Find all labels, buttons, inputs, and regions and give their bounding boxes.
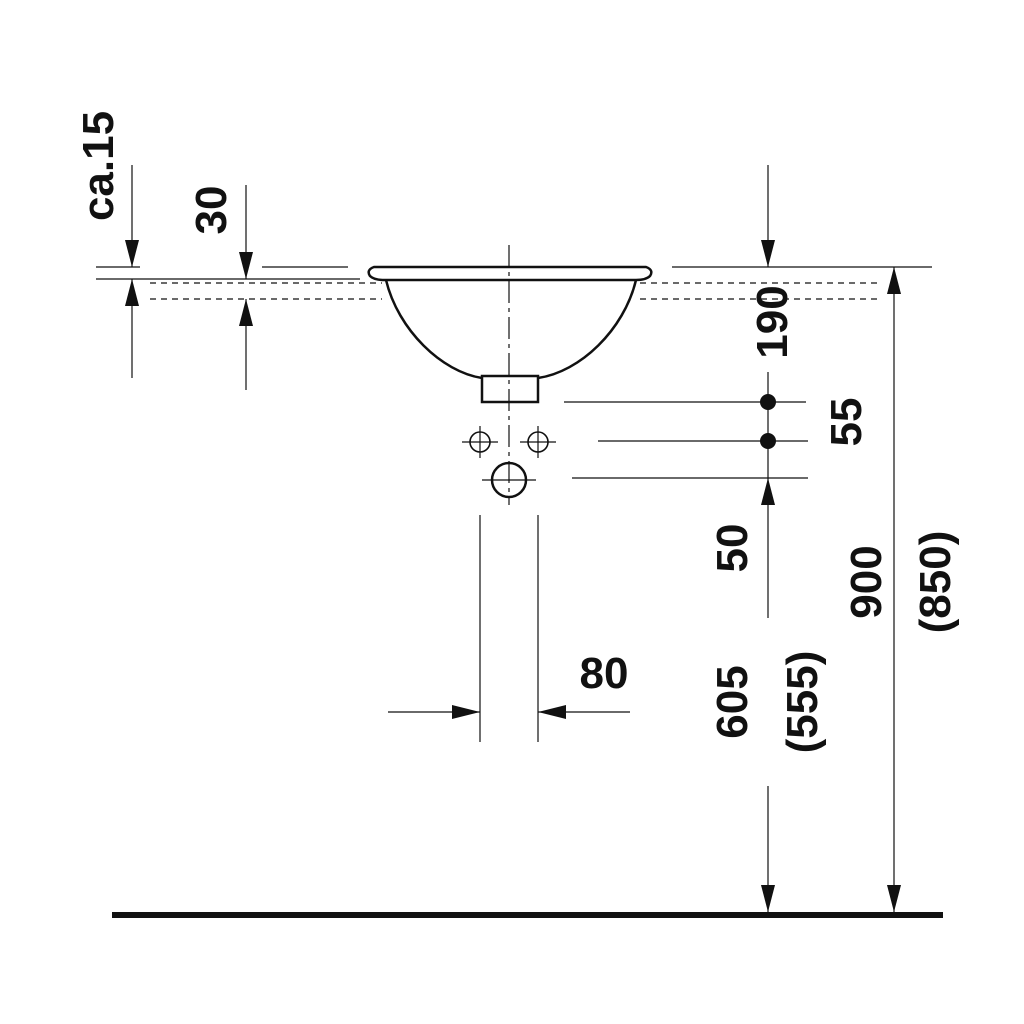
- supply-offset-label: 50: [708, 524, 757, 573]
- supply-valve-left: [462, 426, 498, 458]
- supply-height-dot: [760, 433, 776, 449]
- waste-height-label: 605: [708, 665, 757, 738]
- supply-spacing-dimension: [388, 515, 630, 742]
- waste-pipe: [482, 461, 536, 499]
- overflow-depth-label: ca.15: [74, 111, 123, 221]
- waste-height-dimension: [761, 786, 775, 912]
- waste-height-alt-label: (555): [778, 651, 827, 754]
- waste-height-dot: [760, 394, 776, 410]
- drain-outlet: [480, 374, 540, 404]
- countertop-underside-dashed: [150, 282, 882, 300]
- basin-bowl: [384, 279, 638, 380]
- rim-height-dimension: [239, 185, 253, 390]
- bowl-depth-label: 190: [748, 285, 797, 358]
- overflow-depth-dimension: [125, 165, 139, 378]
- rim-to-floor-alt-label: (850): [911, 531, 960, 634]
- bowl-depth-dimension: [760, 165, 776, 618]
- rim-to-floor-dimension: [887, 267, 901, 912]
- rim-height-label: 30: [187, 186, 236, 235]
- supply-spacing-label: 80: [580, 649, 629, 698]
- supply-valve-right: [520, 426, 556, 458]
- basin-rim: [367, 265, 653, 282]
- rim-to-floor-label: 900: [842, 545, 891, 618]
- waste-spacing-label: 55: [822, 398, 871, 447]
